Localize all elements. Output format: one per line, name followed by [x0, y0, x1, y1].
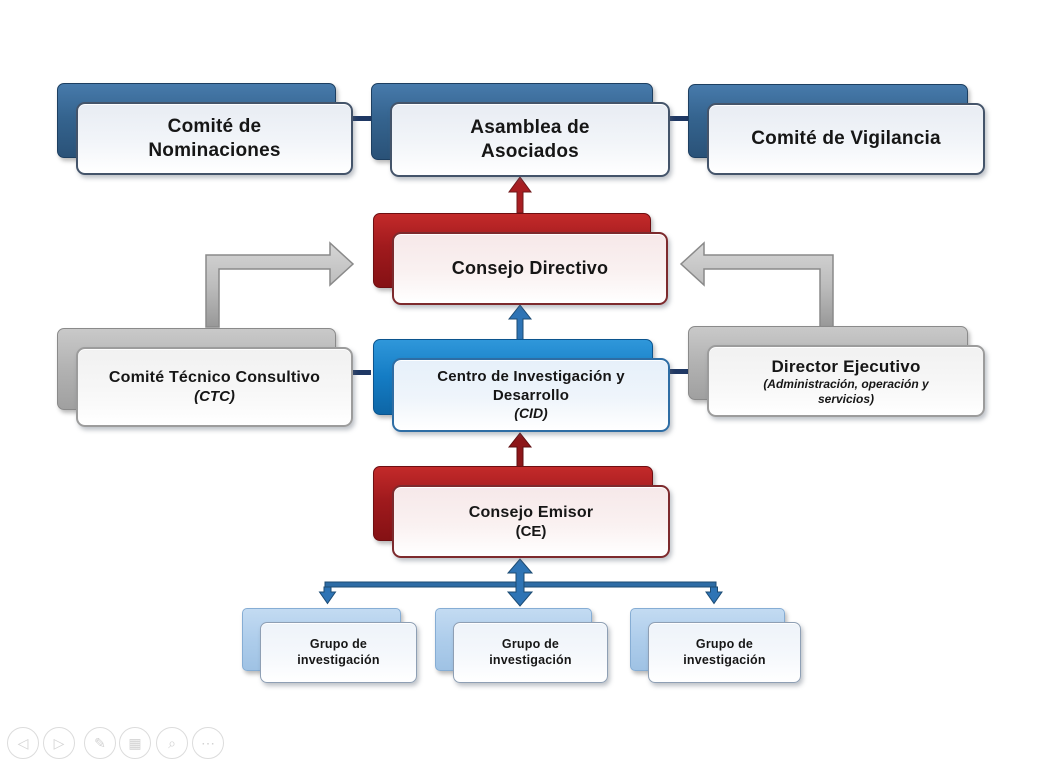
node-label: Centro de Investigación y Desarrollo [437, 367, 625, 404]
all-slides-icon: ▦ [128, 734, 142, 751]
previous-slide-button[interactable]: ◁ [7, 727, 39, 759]
node-panel: Grupo de investigación [260, 622, 417, 683]
node-director-ejecutivo: Director Ejecutivo (Administración, oper… [688, 326, 985, 417]
arrow-directivo-to-asamblea [508, 176, 532, 214]
node-label: Director Ejecutivo [771, 356, 921, 376]
pen-tool-button[interactable]: ✎ [84, 727, 116, 759]
connector-asamblea-vigilancia [669, 116, 691, 121]
arrow-director-to-directivo [679, 241, 834, 328]
zoom-button[interactable]: ⌕ [156, 727, 188, 759]
node-asamblea-asociados: Asamblea de Asociados [371, 83, 670, 177]
next-icon: ▷ [53, 734, 65, 751]
connector-ctc-cid [352, 370, 371, 375]
next-slide-button[interactable]: ▷ [43, 727, 75, 759]
node-label: Comité Técnico Consultivo [108, 369, 321, 386]
node-panel: Consejo Directivo [392, 232, 668, 305]
pen-icon: ✎ [94, 734, 106, 751]
node-label: Consejo Directivo [451, 258, 609, 279]
more-options-icon: ⋯ [201, 734, 215, 751]
node-sublabel: (CID) [514, 405, 548, 422]
node-label: Comité de Vigilancia [751, 128, 941, 150]
node-grupo-investigacion-1: Grupo de investigación [242, 608, 417, 683]
all-slides-button[interactable]: ▦ [119, 727, 151, 759]
node-label: Grupo de investigación [683, 636, 766, 667]
node-consejo-directivo: Consejo Directivo [373, 213, 668, 305]
arrow-emisor-to-cid [507, 432, 533, 469]
node-label: Grupo de investigación [489, 636, 572, 667]
node-sublabel: (CTC) [194, 388, 235, 405]
node-grupo-investigacion-2: Grupo de investigación [435, 608, 608, 683]
node-panel: Consejo Emisor (CE) [392, 485, 670, 558]
arrow-emisor-grupos-double [506, 558, 534, 607]
node-label: Comité de Nominaciones [148, 115, 281, 161]
more-options-button[interactable]: ⋯ [192, 727, 224, 759]
node-consejo-emisor: Consejo Emisor (CE) [373, 466, 670, 558]
node-centro-investigacion-desarrollo: Centro de Investigación y Desarrollo (CI… [373, 339, 670, 432]
node-sublabel: (Administración, operación y servicios) [763, 377, 929, 406]
node-panel: Comité de Nominaciones [76, 102, 353, 175]
arrow-ctc-to-directivo [205, 241, 355, 328]
node-grupo-investigacion-3: Grupo de investigación [630, 608, 801, 683]
previous-icon: ◁ [17, 734, 29, 751]
node-comite-tecnico-consultivo: Comité Técnico Consultivo (CTC) [57, 328, 353, 427]
arrow-bar-to-grupo3 [705, 586, 723, 605]
node-panel: Asamblea de Asociados [390, 102, 670, 177]
node-panel: Comité Técnico Consultivo (CTC) [76, 347, 353, 427]
node-label: Consejo Emisor [468, 503, 594, 521]
node-sublabel: (CE) [515, 522, 547, 540]
node-comite-nominaciones: Comité de Nominaciones [57, 83, 353, 175]
connector-cid-director [669, 369, 688, 374]
node-panel: Grupo de investigación [648, 622, 801, 683]
node-panel: Grupo de investigación [453, 622, 608, 683]
node-panel: Centro de Investigación y Desarrollo (CI… [392, 358, 670, 432]
arrow-cid-to-directivo [507, 304, 533, 341]
node-comite-vigilancia: Comité de Vigilancia [688, 84, 985, 175]
node-label: Grupo de investigación [297, 636, 380, 667]
zoom-icon: ⌕ [168, 734, 176, 751]
arrow-bar-to-grupo1 [318, 586, 337, 605]
node-label: Asamblea de Asociados [470, 116, 590, 162]
node-panel: Comité de Vigilancia [707, 103, 985, 175]
node-panel: Director Ejecutivo (Administración, oper… [707, 345, 985, 417]
connector-nominaciones-asamblea [352, 116, 374, 121]
